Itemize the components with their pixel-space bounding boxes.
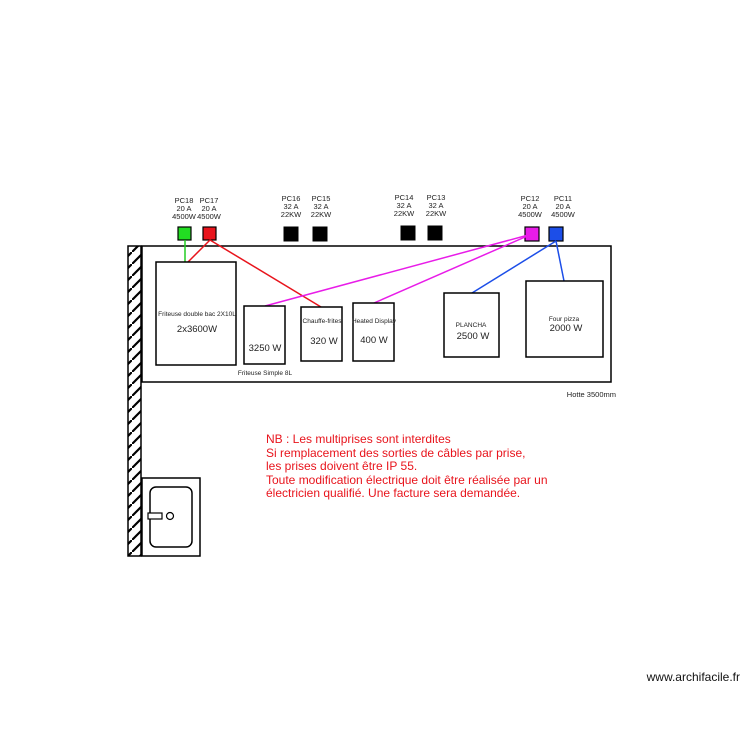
outlet-pc12-name: PC12 <box>521 194 540 203</box>
wire-pc17-friteuse-double <box>187 239 211 263</box>
outlet-pc16-power: 22KW <box>281 210 302 219</box>
outlet-pc18-amps: 20 A <box>176 204 191 213</box>
chauffe-frites-name: Chauffe-frites <box>303 318 343 325</box>
outlet-pc15-amps: 32 A <box>313 202 328 211</box>
note-line: NB : Les multiprises sont interdites <box>266 432 451 446</box>
sink-drain <box>165 511 175 521</box>
appliance-heated-display <box>352 302 395 362</box>
outlet-pc16 <box>283 226 299 242</box>
outlet-pc17 <box>202 226 217 241</box>
appliance-chauffe-frites <box>300 306 343 362</box>
plancha-name: PLANCHA <box>456 322 487 329</box>
four-pizza-name: Four pizza <box>549 316 580 323</box>
counter-outline <box>141 245 612 383</box>
hood-label: Hotte 3500mm <box>567 390 616 399</box>
outlet-pc16-amps: 32 A <box>283 202 298 211</box>
outlet-pc18-power: 4500W <box>172 212 197 221</box>
outlet-pc14 <box>400 225 416 241</box>
sink-tap <box>147 512 163 520</box>
outlet-pc11-amps: 20 A <box>555 202 570 211</box>
outlet-pc11 <box>548 226 564 242</box>
outlet-pc13-power: 22KW <box>426 209 447 218</box>
outlet-pc15-name: PC15 <box>312 194 331 203</box>
appliance-friteuse-double <box>155 261 237 366</box>
plancha-power: 2500 W <box>457 331 490 342</box>
appliance-four-pizza <box>525 280 604 358</box>
friteuse-simple-power: 3250 W <box>249 343 282 354</box>
outlet-pc17-amps: 20 A <box>201 204 216 213</box>
note-line: Si remplacement des sorties de câbles pa… <box>266 445 526 460</box>
outlet-pc13-amps: 32 A <box>428 201 443 210</box>
outlet-pc12-amps: 20 A <box>522 202 537 211</box>
wire-pc11-four-pizza <box>555 240 565 282</box>
outlet-pc18-name: PC18 <box>175 196 194 205</box>
outlet-pc11-name: PC11 <box>554 194 572 203</box>
outlet-pc13-name: PC13 <box>427 193 446 202</box>
friteuse-double-power: 2x3600W <box>177 324 217 335</box>
outlet-pc17-name: PC17 <box>200 196 219 205</box>
heated-display-name: Heated Display <box>352 318 397 325</box>
wall-hatched <box>127 245 142 557</box>
note-line: Toute modification électrique doit être … <box>266 472 548 487</box>
outlet-pc15 <box>312 226 328 242</box>
wire-pc12-heated-display <box>373 233 533 304</box>
outlet-pc14-power: 22KW <box>394 209 415 218</box>
outlet-pc15-power: 22KW <box>311 210 332 219</box>
outlet-pc12-power: 4500W <box>518 210 543 219</box>
outlet-pc11-power: 4500W <box>551 210 576 219</box>
friteuse-simple-name: Friteuse Simple 8L <box>238 370 293 377</box>
outlet-pc18 <box>177 226 192 241</box>
note-line: électricien qualifié. Une facture sera d… <box>266 486 521 500</box>
outlet-pc13 <box>427 225 443 241</box>
appliance-plancha <box>443 292 500 358</box>
wire-pc12-friteuse-simple <box>264 233 533 307</box>
watermark: www.archifacile.fr <box>646 670 740 684</box>
heated-display-power: 400 W <box>360 335 387 346</box>
outlet-pc14-name: PC14 <box>395 193 414 202</box>
outlet-pc14-amps: 32 A <box>396 201 411 210</box>
note-line: les prises doivent être IP 55. <box>266 459 418 473</box>
four-pizza-power: 2000 W <box>550 323 583 334</box>
outlet-pc16-name: PC16 <box>282 194 301 203</box>
outlet-pc17-power: 4500W <box>197 212 222 221</box>
friteuse-double-name: Friteuse double bac 2X10L <box>158 311 236 318</box>
chauffe-frites-power: 320 W <box>310 336 337 347</box>
warning-note: NB : Les multiprises sont interdites Si … <box>266 432 548 501</box>
sink <box>141 477 201 557</box>
wire-pc11-plancha <box>471 240 557 294</box>
appliance-friteuse-simple <box>243 305 286 365</box>
